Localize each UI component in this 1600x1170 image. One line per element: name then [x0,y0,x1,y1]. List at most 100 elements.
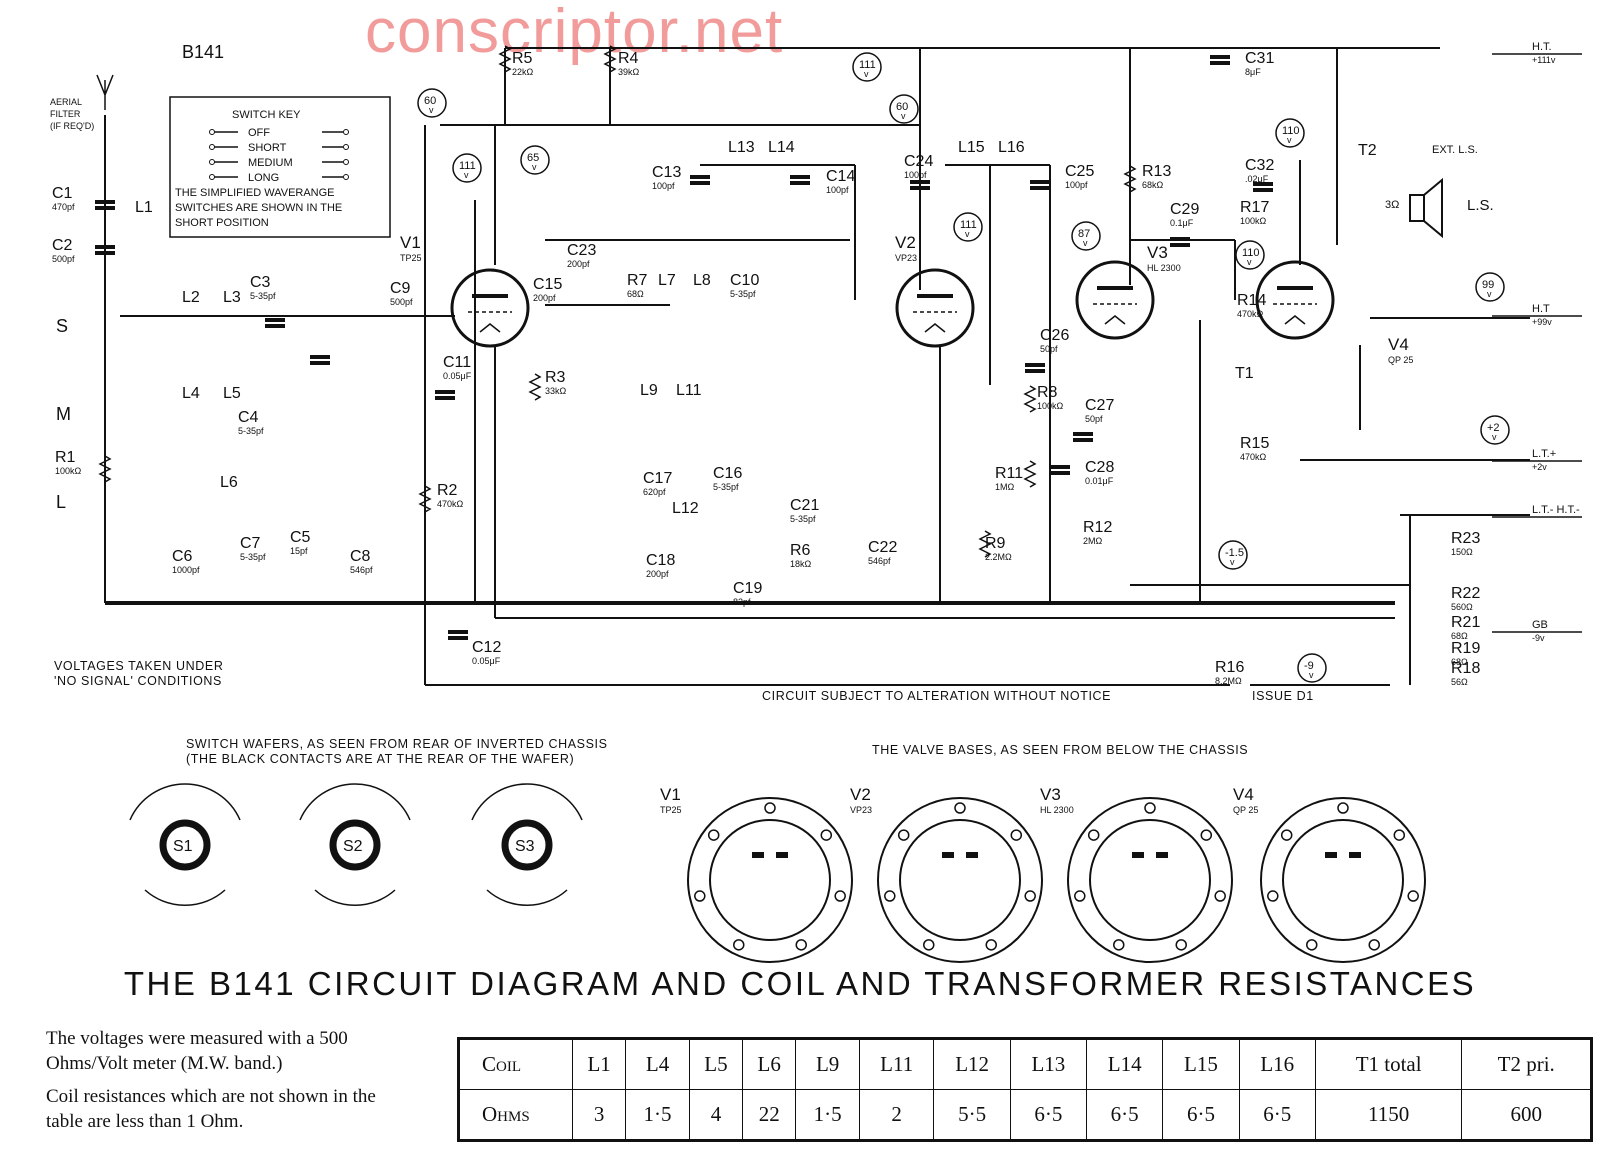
rail-label: GB [1532,619,1548,631]
component-ref: C5 [290,529,311,546]
component-value: 68kΩ [1142,180,1164,190]
valve-bases-caption: THE VALVE BASES, AS SEEN FROM BELOW THE … [872,743,1248,757]
valve-base-inner [709,819,831,941]
speaker-icon [1409,194,1425,222]
component-ref: C18 [646,552,675,569]
meter-icon [1218,540,1248,570]
component-ref: R1 [55,449,76,466]
table-header-cell: L16 [1238,1038,1316,1090]
page-title: THE B141 CIRCUIT DIAGRAM AND COIL AND TR… [123,965,1477,1002]
reading-unit: v [1487,289,1492,299]
component-ref: R8 [1037,384,1058,401]
component-value: 18kΩ [790,559,812,569]
component-value: 100pf [1065,180,1088,190]
valve-ref: V4 [1388,335,1409,354]
valve-pin [923,939,935,951]
wafer-contacts [299,783,411,821]
component-value: 82pf [733,597,751,607]
component-value: 150Ω [1451,547,1473,557]
component-value: 100pf [652,181,675,191]
component-ref: C23 [567,242,596,259]
component-ref: C26 [1040,327,1069,344]
component-l1: L1 [135,199,153,216]
switch-key-position: MEDIUM [248,157,293,169]
wafer-s2: S2 [299,783,411,907]
valve-type: VP23 [895,253,917,263]
component-l5: L5 [223,385,241,402]
aerial-label-line: (IF REQ'D) [50,121,94,131]
component-value: 470kΩ [1240,452,1267,462]
rail-value: +99v [1532,317,1552,327]
component-ref: R16 [1215,659,1244,676]
component-ref: R11 [995,465,1023,482]
table-cell: 22 [742,1089,797,1141]
meter-icon [852,52,882,82]
note-meter: The voltages were measured with a 500 Oh… [46,1028,348,1074]
component-ref: L3 [223,289,241,306]
component-ref: R13 [1142,163,1171,180]
aerial-label-line: FILTER [50,109,81,119]
component-ref: L8 [693,272,711,289]
wafer-caption-line: SWITCH WAFERS, AS SEEN FROM REAR OF INVE… [186,737,608,751]
component-t1: T1 [1235,365,1254,382]
table-cell: 6·5 [1238,1089,1316,1141]
table-header-cell: L13 [1009,1038,1088,1090]
component-value: 39kΩ [618,67,640,77]
row-label-coil: Coil [458,1038,573,1090]
component-value: 0.01μF [1085,476,1114,486]
reading-value: 110 [1282,125,1300,137]
component-ref: C11 [443,354,471,371]
valve-base-ref: V3 [1040,785,1061,804]
component-ref: C1 [52,185,73,202]
rail-value: -9v [1532,633,1545,643]
component-ref: T2 [1358,142,1377,159]
component-value: 500pf [390,297,413,307]
component-ref: R5 [512,50,533,67]
component-value: 5-35pf [713,482,739,492]
component-ref: C24 [904,153,933,170]
valve-pin [1144,802,1156,814]
component-ref: R17 [1240,199,1269,216]
valve-pin [1214,890,1226,902]
ls-label: L.S. [1467,197,1494,214]
wafer-s3: S3 [471,783,583,907]
component-value: 0.05μF [472,656,501,666]
component-t2: T2 [1358,142,1377,159]
wafer-contacts [144,889,226,907]
band-label: M [56,404,71,424]
voltage-note: VOLTAGES TAKEN UNDER'NO SIGNAL' CONDITIO… [54,659,223,688]
table-header-cell: T2 pri. [1461,1038,1592,1090]
wafer-label: S3 [515,838,535,855]
component-ref: R19 [1451,640,1480,657]
component-value: 100pf [904,170,927,180]
component-ref: C9 [390,280,411,297]
voltage-reading: 87v [1071,221,1101,251]
component-ref: C13 [652,164,681,181]
meter-icon [1475,272,1505,302]
component-ref: R4 [618,50,639,67]
component-ref: R23 [1451,530,1480,547]
component-value: 2MΩ [1083,536,1103,546]
valve-base-ref: V1 [660,785,681,804]
rail-terminal: H.T.+111v [1492,41,1582,65]
component-ref: L16 [998,139,1025,156]
meter-icon [417,88,447,118]
component-value: 546pf [868,556,891,566]
component-ref: C25 [1065,163,1094,180]
